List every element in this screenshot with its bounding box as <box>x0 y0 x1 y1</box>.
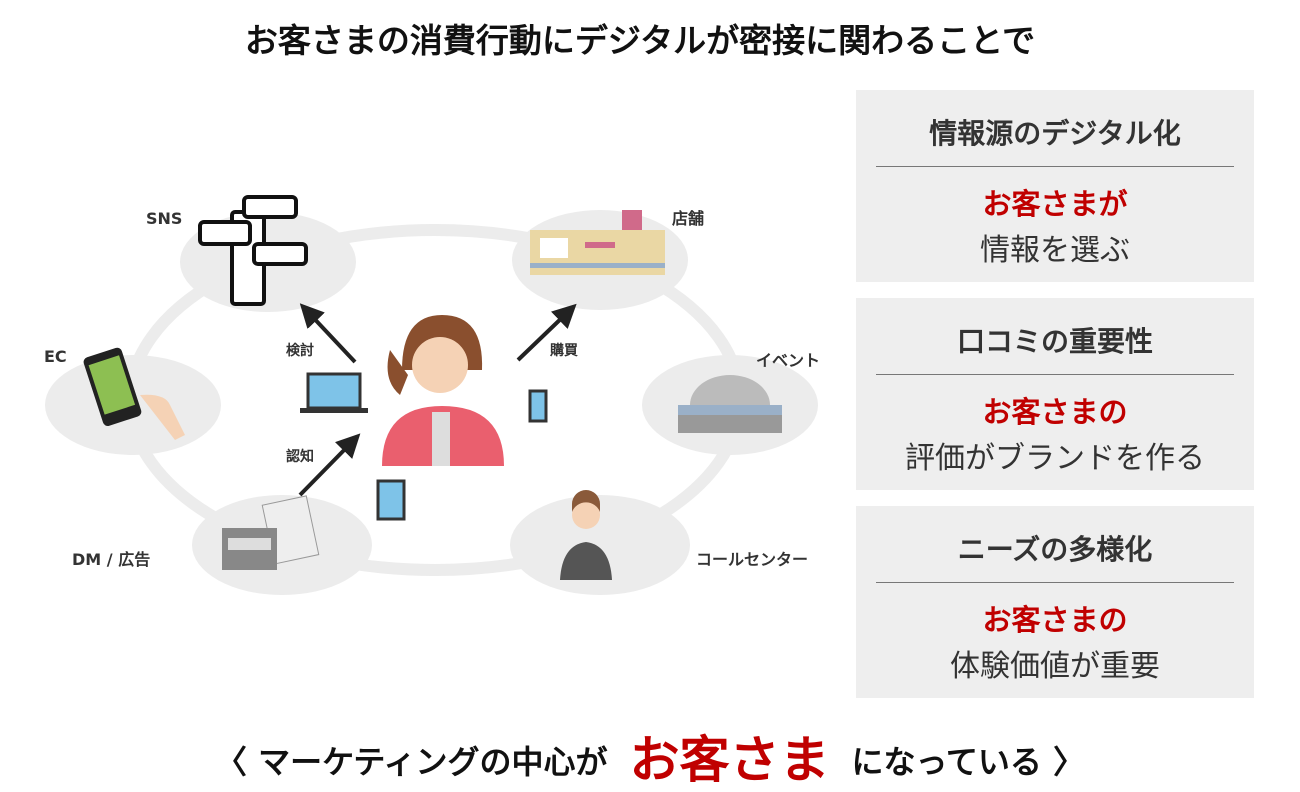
panel-divider <box>876 166 1234 167</box>
arrow-awareness <box>298 433 361 497</box>
panel-needs-diversification: ニーズの多様化 お客さまの 体験価値が重要 <box>856 506 1254 698</box>
panel-body: 体験価値が重要 <box>950 649 1160 684</box>
open-bracket: 〈 <box>214 743 247 781</box>
callcenter-bubble <box>510 495 690 595</box>
arrow-purchase <box>516 303 577 362</box>
panel-emphasis: お客さまの <box>982 395 1128 429</box>
panel-info-digitalization: 情報源のデジタル化 お客さまが 情報を選ぶ <box>856 90 1254 282</box>
dm-icon <box>222 495 320 570</box>
laptop-icon <box>300 372 368 413</box>
bottom-message: 〈 マーケティングの中心がお客さまになっている 〉 <box>0 720 1300 792</box>
node-label-store: 店舗 <box>672 209 705 228</box>
panel-word-of-mouth: 口コミの重要性 お客さまの 評価がブランドを作る <box>856 298 1254 490</box>
panel-body: 情報を選ぶ <box>980 233 1130 268</box>
hand-icon <box>140 394 185 440</box>
page-title: お客さまの消費行動にデジタルが密接に関わることで <box>244 21 1036 60</box>
node-label-callcenter: コールセンター <box>696 550 809 569</box>
panel-divider <box>876 582 1234 583</box>
call-center-operator-icon <box>560 490 612 580</box>
customer-woman-icon <box>382 315 504 466</box>
panel-body: 評価がブランドを作る <box>905 441 1205 476</box>
panel-heading: 口コミの重要性 <box>956 325 1153 358</box>
store-icon <box>530 210 665 275</box>
event-dome-icon <box>678 375 782 433</box>
arrow-label-consider: 検討 <box>286 343 314 359</box>
arrow-label-purchase: 購買 <box>550 343 578 359</box>
panel-heading: ニーズの多様化 <box>957 533 1153 566</box>
arrow-label-awareness: 認知 <box>286 449 314 465</box>
customer-journey-diagram <box>45 195 818 595</box>
tablet-icon <box>376 479 406 521</box>
node-label-dm: DM / 広告 <box>72 550 151 569</box>
smartphone-icon <box>528 389 548 423</box>
panel-divider <box>876 374 1234 375</box>
sns-icon <box>198 195 308 306</box>
arrow-consider <box>299 303 357 364</box>
ec-phone-icon <box>83 347 142 426</box>
panel-heading: 情報源のデジタル化 <box>929 117 1181 150</box>
panel-emphasis: お客さまの <box>982 603 1128 637</box>
node-label-ec: EC <box>44 347 67 366</box>
bottom-prefix: マーケティングの中心が <box>258 743 608 781</box>
panel-emphasis: お客さまが <box>982 187 1128 221</box>
node-label-event: イベント <box>756 351 821 370</box>
bottom-suffix: になっている <box>851 743 1042 781</box>
node-label-sns: SNS <box>146 209 183 228</box>
bottom-emphasis: お客さま <box>629 731 830 789</box>
close-bracket: 〉 <box>1053 743 1086 781</box>
